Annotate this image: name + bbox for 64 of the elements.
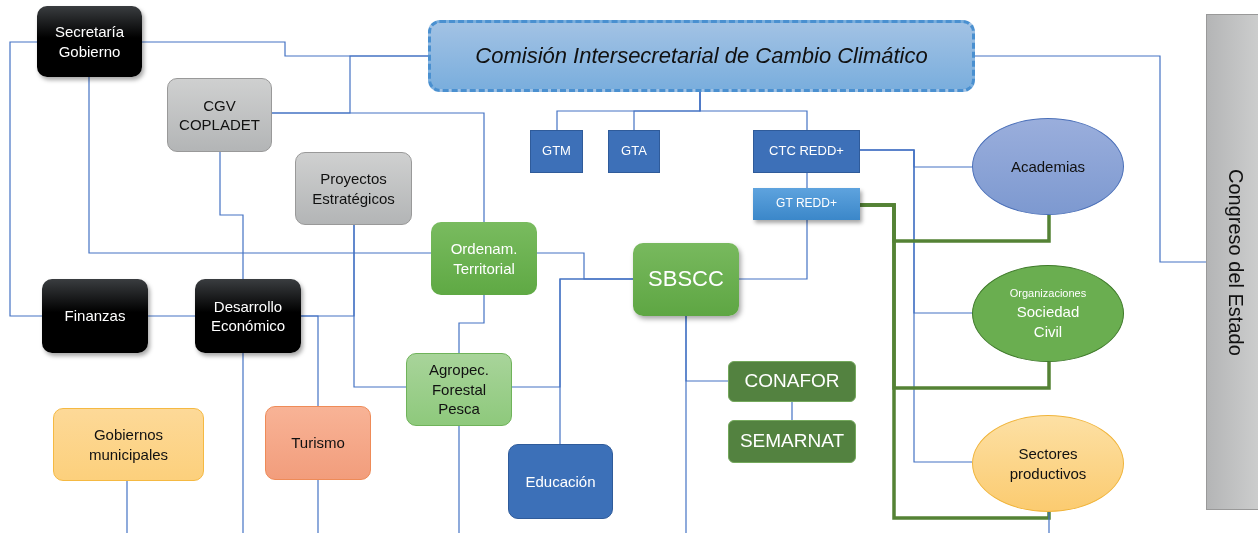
org-box [508, 444, 613, 519]
node-label: Turismo [291, 433, 345, 453]
connector-line [791, 401, 793, 421]
org-box [167, 78, 272, 152]
connector-line [126, 480, 128, 533]
connector-line [300, 315, 319, 407]
node-label: Comisión Intersecretarial de Cambio Climático [475, 41, 928, 70]
org-box [42, 279, 148, 353]
org-box [633, 243, 739, 316]
org-box [37, 6, 142, 77]
connector-line [738, 219, 808, 280]
node-label: Secretaría Gobierno [53, 22, 126, 61]
connector-line [317, 479, 319, 533]
connector-line [9, 41, 43, 317]
node-label: Sectores productivos [1008, 444, 1088, 483]
connector-line [806, 172, 808, 189]
connector-line [559, 278, 634, 445]
org-box [431, 222, 537, 295]
node-label: SBSCC [648, 265, 724, 294]
connector-line [147, 315, 196, 317]
node-label: Desarrollo Económico [209, 296, 287, 336]
org-box [406, 353, 512, 426]
connector-line [699, 91, 808, 131]
node-label: SEMARNAT [739, 429, 845, 454]
org-box [295, 152, 412, 225]
connector-line [353, 224, 407, 388]
org-box [53, 408, 204, 481]
congress-panel [1206, 14, 1258, 510]
connector-line [219, 151, 244, 280]
node-label: CGV COPLADET [178, 95, 261, 135]
node-label: Proyectos Estratégicos [311, 169, 396, 208]
connector-line [458, 425, 460, 533]
connector-line [458, 294, 485, 354]
connector-line [974, 55, 1207, 263]
node-label: Finanzas [64, 306, 126, 326]
connector-line [242, 352, 244, 533]
connector-line [88, 76, 432, 254]
connector-line [1048, 511, 1050, 533]
agency-box [728, 361, 856, 402]
node-label: Educación [525, 471, 596, 492]
agency-box [728, 420, 856, 463]
connector-line [271, 112, 485, 223]
org-box [195, 279, 301, 353]
connector-line [859, 149, 973, 463]
node-label: GTM [542, 143, 571, 160]
node-label: CONAFOR [744, 369, 840, 394]
group-box [530, 130, 583, 173]
connector-line [860, 203, 1051, 520]
group-box [608, 130, 660, 173]
node-label: GT REDD+ [776, 196, 837, 212]
commission-box [428, 20, 975, 92]
node-label: Ordenam. Territorial [449, 239, 519, 278]
node-label: Organizaciones [1009, 285, 1087, 301]
group-box [753, 188, 860, 220]
node-label: GTA [621, 143, 647, 160]
org-box [265, 406, 371, 480]
node-label: CTC REDD+ [769, 143, 844, 160]
connector-line [685, 315, 687, 533]
group-box [753, 130, 860, 173]
node-label: Agropec. Forestal Pesca [427, 360, 490, 419]
node-label: Academias [1010, 156, 1086, 177]
node-label: Congreso del Estado [1224, 168, 1248, 356]
node-label: Sociedad Civil [1015, 302, 1081, 342]
node-label: Gobiernos municipales [87, 425, 170, 464]
